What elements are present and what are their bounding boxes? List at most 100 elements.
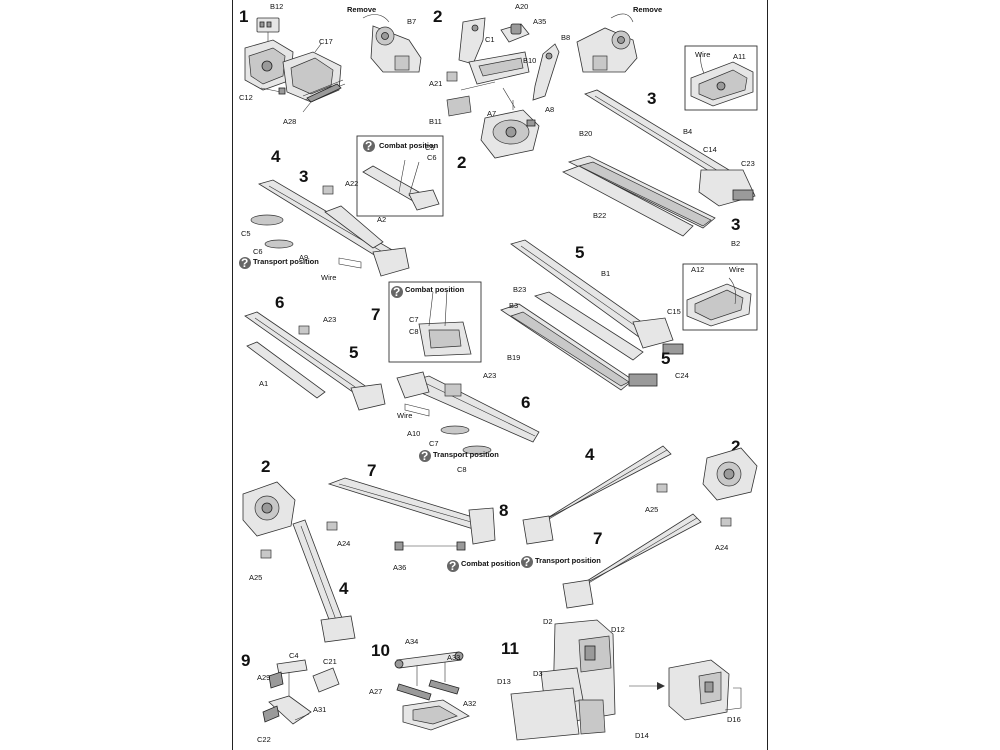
label-C17: C17 xyxy=(319,37,333,46)
question-mark-7a: ? xyxy=(393,285,400,299)
label-C6-detail: C6 xyxy=(427,153,437,162)
label-C1: C1 xyxy=(485,35,495,44)
label-B12: B12 xyxy=(270,2,283,11)
question-icon-4a xyxy=(363,140,375,152)
label-D16: D16 xyxy=(727,715,741,724)
step-number-7-combat: 7 xyxy=(367,461,376,480)
step7-detail xyxy=(418,289,472,357)
step-number-2b: 2 xyxy=(457,153,466,172)
step-number-3b: 3 xyxy=(731,215,740,234)
label-B23: B23 xyxy=(513,285,526,294)
question-icon-8a xyxy=(447,560,459,572)
instruction-sheet: 1 B12 C17 C12 A28 2 Remove Remove xyxy=(232,0,768,750)
label-A24-left: A24 xyxy=(337,539,350,548)
label-C14: C14 xyxy=(703,145,717,154)
label-combat-position-8: Combat position xyxy=(461,559,521,568)
step-number-7: 7 xyxy=(371,305,380,324)
step-number-4-transport: 4 xyxy=(585,445,595,464)
step-number-1: 1 xyxy=(239,7,248,26)
label-B10: B10 xyxy=(523,56,536,65)
label-C23: C23 xyxy=(741,159,755,168)
question-icon-4b xyxy=(239,257,251,269)
label-D12: D12 xyxy=(611,625,625,634)
label-A23-b: A23 xyxy=(483,371,496,380)
label-combat-position-4: Combat position xyxy=(379,141,439,150)
label-B2: B2 xyxy=(731,239,740,248)
label-C6: C6 xyxy=(253,247,263,256)
label-transport-position-4: Transport position xyxy=(253,257,319,266)
step2-cradle xyxy=(480,100,540,159)
label-C4: C4 xyxy=(289,651,299,660)
step-number-2-left: 2 xyxy=(261,457,270,476)
assembly-diagram: 1 B12 C17 C12 A28 2 Remove Remove xyxy=(239,2,758,744)
step-number-5b: 5 xyxy=(661,349,670,368)
label-A31: A31 xyxy=(313,705,326,714)
step8-transport-assembly xyxy=(522,445,758,609)
label-A27: A27 xyxy=(369,687,382,696)
step3-trail-arm xyxy=(562,89,756,237)
step-number-11: 11 xyxy=(501,639,519,658)
label-C7-detail: C7 xyxy=(409,315,419,324)
label-B4: B4 xyxy=(683,127,692,136)
label-A12: A12 xyxy=(691,265,704,274)
label-C24: C24 xyxy=(675,371,689,380)
label-C21: C21 xyxy=(323,657,337,666)
step2-left-bracket xyxy=(362,14,422,73)
label-B11: B11 xyxy=(429,117,442,126)
label-A24-right: A24 xyxy=(715,543,728,552)
label-B1: B1 xyxy=(601,269,610,278)
label-A28: A28 xyxy=(283,117,296,126)
question-icon-8b xyxy=(521,556,533,568)
label-wire-3: Wire xyxy=(695,50,710,59)
question-mark-8b: ? xyxy=(523,555,530,569)
label-C8-detail: C8 xyxy=(409,327,419,336)
label-transport-position-8: Transport position xyxy=(535,556,601,565)
step5-detail xyxy=(686,277,752,327)
step-number-9: 9 xyxy=(241,651,250,670)
label-D14: D14 xyxy=(635,731,649,740)
label-A20: A20 xyxy=(515,2,528,11)
label-wire-4: Wire xyxy=(321,273,336,282)
step11-assembly xyxy=(510,619,742,741)
label-wire-6: Wire xyxy=(397,411,412,420)
step4-detail xyxy=(362,159,440,211)
step6-trail-arm xyxy=(244,311,386,411)
step-number-5: 5 xyxy=(575,243,584,262)
step-number-7-transport: 7 xyxy=(593,529,602,548)
label-A23: A23 xyxy=(323,315,336,324)
label-B22: B22 xyxy=(593,211,606,220)
label-A29: A29 xyxy=(257,673,270,682)
label-C15: C15 xyxy=(667,307,681,316)
step-number-8: 8 xyxy=(499,501,508,520)
label-wire-5: Wire xyxy=(729,265,744,274)
label-combat-position-7: Combat position xyxy=(405,285,465,294)
label-transport-position-6: Transport position xyxy=(433,450,499,459)
label-A2: A2 xyxy=(377,215,386,224)
step-number-2-right: 2 xyxy=(731,437,740,456)
label-A9: A9 xyxy=(299,253,308,262)
label-A10: A10 xyxy=(407,429,420,438)
label-A34: A34 xyxy=(405,637,418,646)
step2-center-mount xyxy=(446,17,560,117)
label-remove-right: Remove xyxy=(633,5,662,14)
label-A36: A36 xyxy=(393,563,406,572)
label-D3: D3 xyxy=(533,669,543,678)
label-D2: D2 xyxy=(543,617,553,626)
label-A8: A8 xyxy=(545,105,554,114)
step1-assembly xyxy=(244,17,346,113)
label-A21: A21 xyxy=(429,79,442,88)
step4-trail-arm xyxy=(250,179,410,277)
step5-trail-arm xyxy=(500,239,684,391)
label-C22: C22 xyxy=(257,735,271,744)
label-B7: B7 xyxy=(407,17,416,26)
question-icon-7a xyxy=(391,286,403,298)
label-A11: A11 xyxy=(733,52,746,61)
question-mark-4a: ? xyxy=(365,139,372,153)
label-A32: A32 xyxy=(463,699,476,708)
label-B8: B8 xyxy=(561,33,570,42)
step-number-3c: 3 xyxy=(299,167,308,186)
label-C8: C8 xyxy=(457,465,467,474)
question-mark-4b: ? xyxy=(241,256,248,270)
step7-trail-arm xyxy=(396,371,540,455)
step2-right-bracket xyxy=(576,13,638,73)
